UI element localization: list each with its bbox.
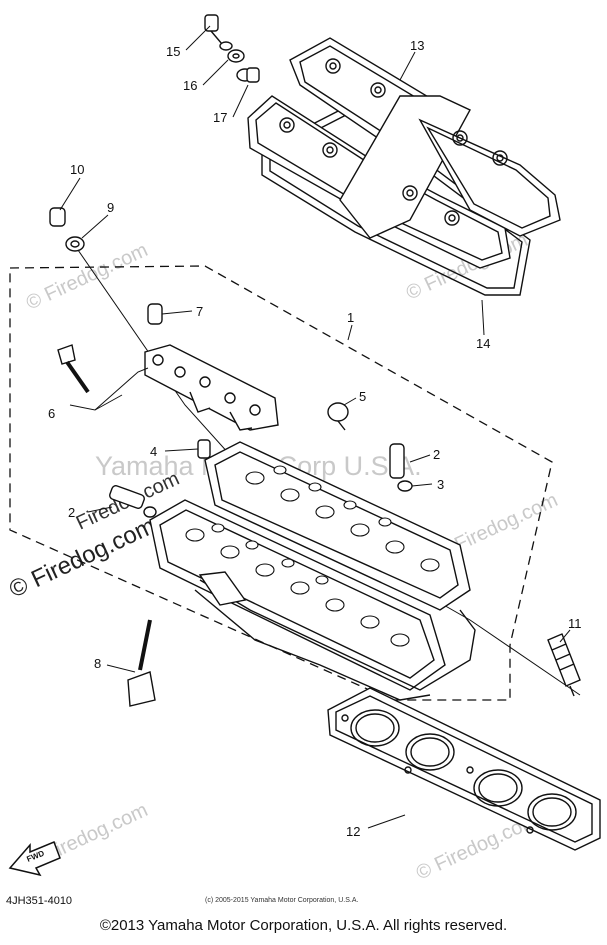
callout-7: 7 — [196, 304, 203, 319]
callout-15: 15 — [166, 44, 180, 59]
small-copyright: (c) 2005-2015 Yamaha Motor Corporation, … — [205, 897, 359, 904]
callout-9: 9 — [107, 200, 114, 215]
cover-bolts — [204, 14, 260, 83]
callout-5: 5 — [359, 389, 366, 404]
callout-17: 17 — [213, 110, 227, 125]
callout-13: 13 — [410, 38, 424, 53]
small-parts — [109, 402, 413, 707]
footer-copyright: ©2013 Yamaha Motor Corporation, U.S.A. A… — [99, 917, 508, 934]
valve-cover-assembly — [247, 37, 561, 296]
callout-labels: 1 2 2 3 4 5 6 7 8 9 10 11 12 13 14 15 16… — [48, 38, 582, 839]
callout-8: 8 — [94, 656, 101, 671]
callout-11: 11 — [568, 616, 582, 631]
callout-2-right: 2 — [433, 447, 440, 462]
callout-1: 1 — [347, 310, 354, 325]
assembly-dashed-outline — [9, 265, 553, 701]
cylinder-head — [149, 441, 476, 701]
callout-2-left: 2 — [68, 505, 75, 520]
callout-6: 6 — [48, 406, 55, 421]
callout-3: 3 — [437, 477, 444, 492]
leader-lines — [59, 25, 571, 829]
callout-14: 14 — [476, 336, 490, 351]
callout-16: 16 — [183, 78, 197, 93]
callout-4: 4 — [150, 444, 157, 459]
spark-plug — [547, 633, 581, 697]
callout-12: 12 — [346, 824, 360, 839]
camshaft-cap — [57, 303, 279, 431]
watermark-firedog-top: © Firedog.com — [23, 239, 151, 314]
part-code: 4JH351-4010 — [6, 895, 73, 907]
callout-10: 10 — [70, 162, 84, 177]
head-gasket — [327, 687, 601, 851]
fwd-arrow: FWD — [8, 841, 61, 877]
